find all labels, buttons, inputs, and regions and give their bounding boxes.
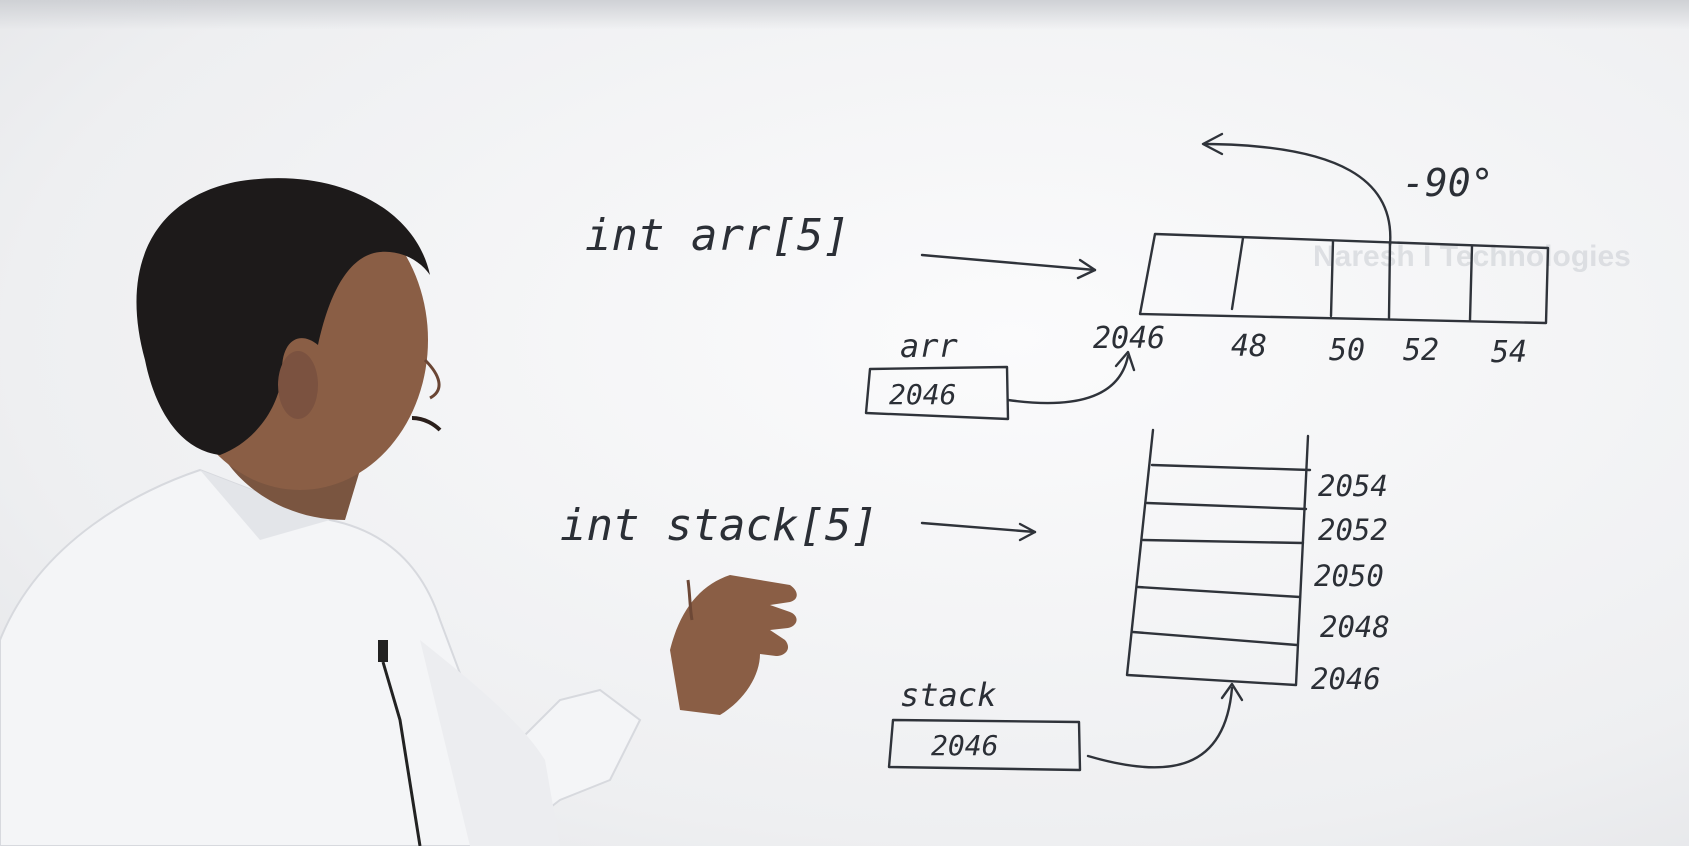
stack-variable-box [887, 718, 1082, 772]
array-address: 54 [1491, 335, 1527, 370]
stack-slot-line [1136, 585, 1302, 599]
stack-slot-line [1141, 538, 1305, 545]
stack-variable-value: 2046 [931, 729, 998, 762]
stack-pointer-arrowhead [1220, 682, 1244, 702]
instructor [0, 178, 797, 846]
array-address: 50 [1329, 333, 1365, 368]
board-top-edge [0, 0, 1689, 30]
array-divider [1230, 236, 1245, 311]
array-decl-arrowhead [1076, 258, 1097, 280]
array-variable-name: arr [900, 327, 959, 365]
rotation-arc [1203, 142, 1392, 247]
array-pointer-arrowhead [1114, 350, 1136, 372]
array-variable-value: 2046 [889, 378, 956, 411]
array-address: 48 [1231, 329, 1267, 364]
stack-decl-arrow [920, 521, 1037, 534]
stack-decl-arrowhead [1018, 522, 1037, 542]
stack-slot-line [1145, 501, 1308, 511]
array-boxes [1138, 232, 1550, 325]
stack-variable-name: stack [900, 676, 996, 714]
array-declaration: int arr[5] [585, 210, 850, 261]
array-address: 2046 [1093, 321, 1165, 356]
stack-address: 2048 [1320, 610, 1390, 644]
stack-address: 2050 [1314, 559, 1384, 593]
array-divider [1387, 241, 1392, 320]
array-divider [1468, 244, 1474, 322]
stack-declaration: int stack[5] [560, 500, 878, 551]
stack-address: 2046 [1311, 662, 1381, 696]
stack-address: 2054 [1318, 469, 1388, 503]
array-variable-box [864, 365, 1010, 421]
stack-address: 2052 [1318, 513, 1388, 547]
stack-slot-line [1150, 463, 1312, 472]
array-divider [1329, 239, 1335, 318]
stack-frame [1125, 428, 1310, 687]
stack-slot-line [1131, 630, 1299, 647]
stack-pointer-arrow [1086, 686, 1234, 769]
rotation-label: -90° [1402, 161, 1494, 205]
rotation-arrowhead [1201, 132, 1224, 156]
array-decl-arrow [920, 253, 1097, 272]
array-pointer-arrow [1006, 354, 1130, 405]
array-address: 52 [1403, 333, 1439, 368]
